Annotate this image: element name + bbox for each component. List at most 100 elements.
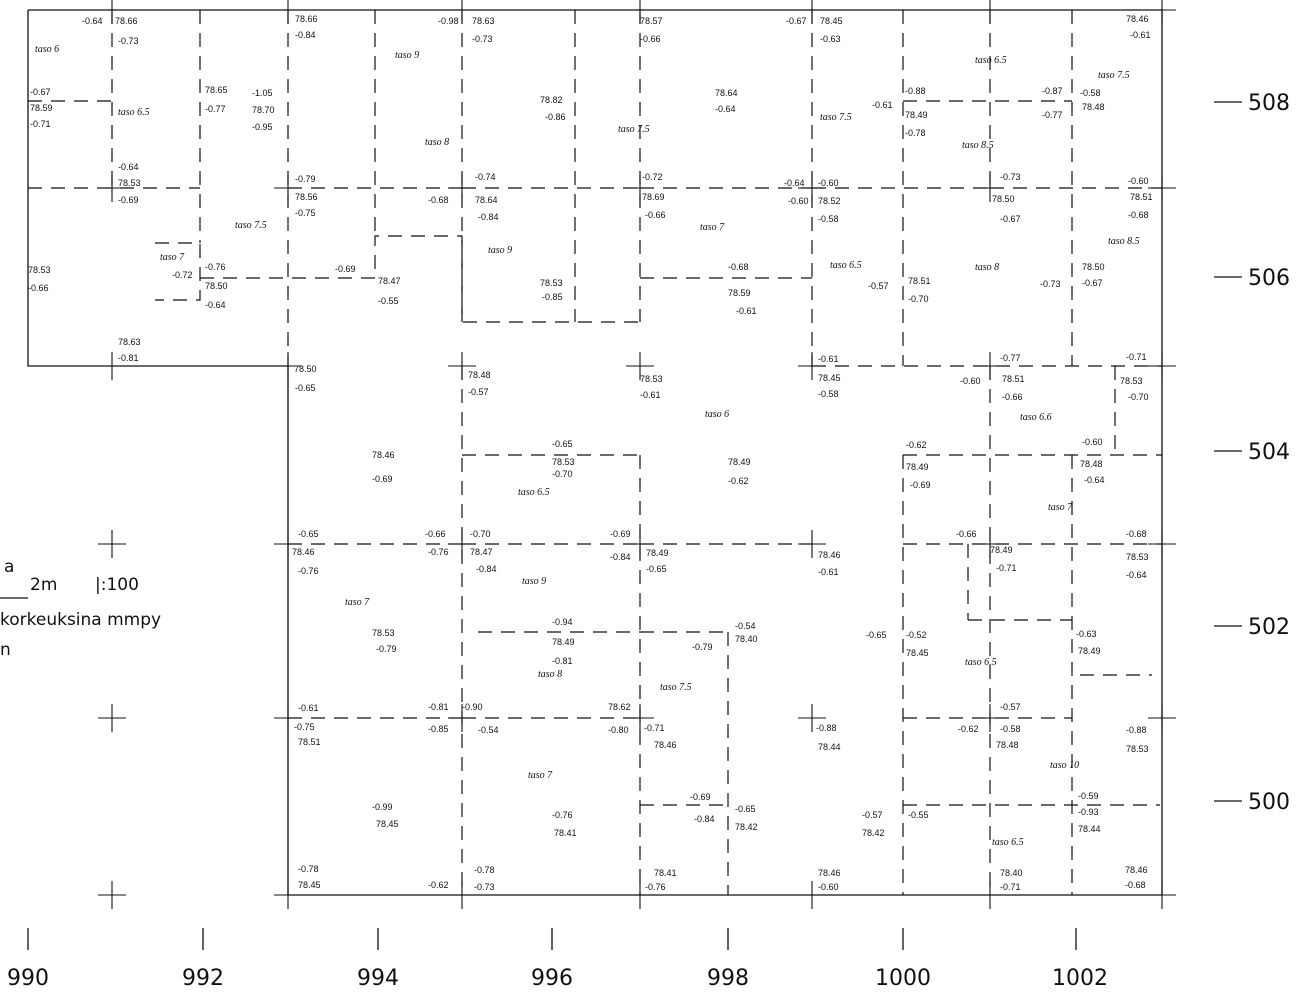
level-label: -0.65 (866, 630, 887, 640)
level-label: 78.47 (378, 276, 401, 286)
level-label: 78.70 (252, 105, 275, 115)
level-label: 78.40 (1000, 868, 1023, 878)
level-label: -0.68 (1126, 529, 1147, 539)
level-label: -0.69 (335, 264, 356, 274)
level-label: 78.53 (1120, 376, 1143, 386)
level-label: 78.59 (30, 103, 53, 113)
level-label: -0.72 (172, 270, 193, 280)
level-label: -0.99 (372, 802, 393, 812)
y-tick-label: 506 (1248, 266, 1290, 291)
taso-label: taso 8.5 (1108, 236, 1140, 247)
level-label: -0.66 (956, 529, 977, 539)
level-label: 78.53 (1126, 552, 1149, 562)
level-label: -0.68 (728, 262, 749, 272)
scale-fragment: a (4, 557, 14, 577)
level-label: -0.75 (294, 722, 315, 732)
level-label: -0.70 (908, 294, 929, 304)
level-label: -0.70 (1128, 392, 1149, 402)
level-label: -0.73 (472, 34, 493, 44)
level-label: -1.05 (252, 88, 273, 98)
level-label: 78.45 (818, 373, 841, 383)
level-label: -0.76 (552, 810, 573, 820)
level-label: 78.45 (376, 819, 399, 829)
level-annotations: taso 6 taso 6.5 taso 9 taso 8 taso 7.5 taso 7… (28, 14, 1153, 892)
grid-crosses (98, 0, 1176, 909)
level-label: 78.59 (728, 288, 751, 298)
level-label: -0.68 (1125, 880, 1146, 890)
taso-label: taso 8 (425, 137, 449, 148)
level-label: 78.53 (640, 374, 663, 384)
taso-label: taso 6 (705, 409, 729, 420)
level-label: 78.49 (646, 548, 669, 558)
level-label: -0.58 (1080, 88, 1101, 98)
level-label: 78.46 (654, 740, 677, 750)
level-label: -0.90 (462, 702, 483, 712)
level-label: -0.60 (1128, 176, 1149, 186)
level-label: -0.71 (30, 119, 51, 129)
taso-label: taso 6.5 (992, 837, 1024, 848)
level-label: -0.65 (735, 804, 756, 814)
level-label: 78.51 (1002, 374, 1025, 384)
level-label: -0.52 (906, 630, 927, 640)
level-label: -0.66 (645, 210, 666, 220)
level-label: 78.53 (372, 628, 395, 638)
level-label: -0.63 (820, 34, 841, 44)
x-tick-label: 992 (182, 966, 224, 991)
level-label: -0.94 (552, 617, 573, 627)
taso-label: taso 9 (395, 50, 419, 61)
level-label: -0.59 (1078, 791, 1099, 801)
taso-label: taso 7.5 (618, 124, 650, 135)
level-label: 78.64 (715, 88, 738, 98)
level-label: -0.87 (1042, 86, 1063, 96)
level-label: 78.48 (1080, 459, 1103, 469)
level-label: -0.77 (1000, 353, 1021, 363)
taso-label: taso 6 (35, 44, 59, 55)
level-label: -0.71 (1126, 352, 1147, 362)
scale-legend: a 2m |:100 korkeuksina mmpy n (0, 557, 161, 660)
level-label: -0.79 (692, 642, 713, 652)
taso-label: taso 7.5 (1098, 70, 1130, 81)
taso-label: taso 10 (1050, 760, 1079, 771)
level-label: -0.66 (1002, 392, 1023, 402)
level-label: -0.84 (295, 30, 316, 40)
y-tick-label: 504 (1248, 440, 1290, 465)
level-label: 78.42 (735, 822, 758, 832)
level-label: 78.50 (294, 364, 317, 374)
level-label: -0.71 (996, 563, 1017, 573)
level-label: -0.72 (642, 172, 663, 182)
level-label: -0.64 (82, 16, 103, 26)
level-label: 78.45 (820, 16, 843, 26)
level-label: -0.65 (298, 529, 319, 539)
level-label: 78.53 (540, 278, 563, 288)
taso-label: taso 6.6 (1020, 412, 1052, 423)
trench-outlines (27, 9, 1163, 896)
level-label: -0.64 (715, 104, 736, 114)
level-label: 78.41 (654, 868, 677, 878)
level-label: 78.46 (1125, 865, 1148, 875)
level-label: -0.86 (545, 112, 566, 122)
level-label: -0.69 (910, 480, 931, 490)
level-label: -0.58 (818, 389, 839, 399)
level-label: 78.46 (818, 550, 841, 560)
taso-label: taso 8 (538, 669, 562, 680)
x-tick-label: 1002 (1052, 966, 1108, 991)
taso-label: taso 6.5 (518, 487, 550, 498)
level-label: -0.71 (1000, 882, 1021, 892)
level-label: -0.75 (295, 208, 316, 218)
level-label: -0.68 (428, 195, 449, 205)
taso-label: taso 6.5 (118, 107, 150, 118)
level-label: -0.65 (295, 383, 316, 393)
level-label: -0.79 (295, 174, 316, 184)
level-label: -0.62 (906, 440, 927, 450)
level-label: 78.46 (818, 868, 841, 878)
trench-line (27, 10, 1163, 896)
level-label: -0.62 (958, 724, 979, 734)
level-label: -0.55 (908, 810, 929, 820)
level-label: -0.54 (735, 621, 756, 631)
level-label: 78.49 (906, 462, 929, 472)
level-label: -0.76 (298, 566, 319, 576)
level-label: -0.69 (372, 474, 393, 484)
level-label: -0.85 (542, 292, 563, 302)
level-label: 78.51 (1130, 192, 1153, 202)
